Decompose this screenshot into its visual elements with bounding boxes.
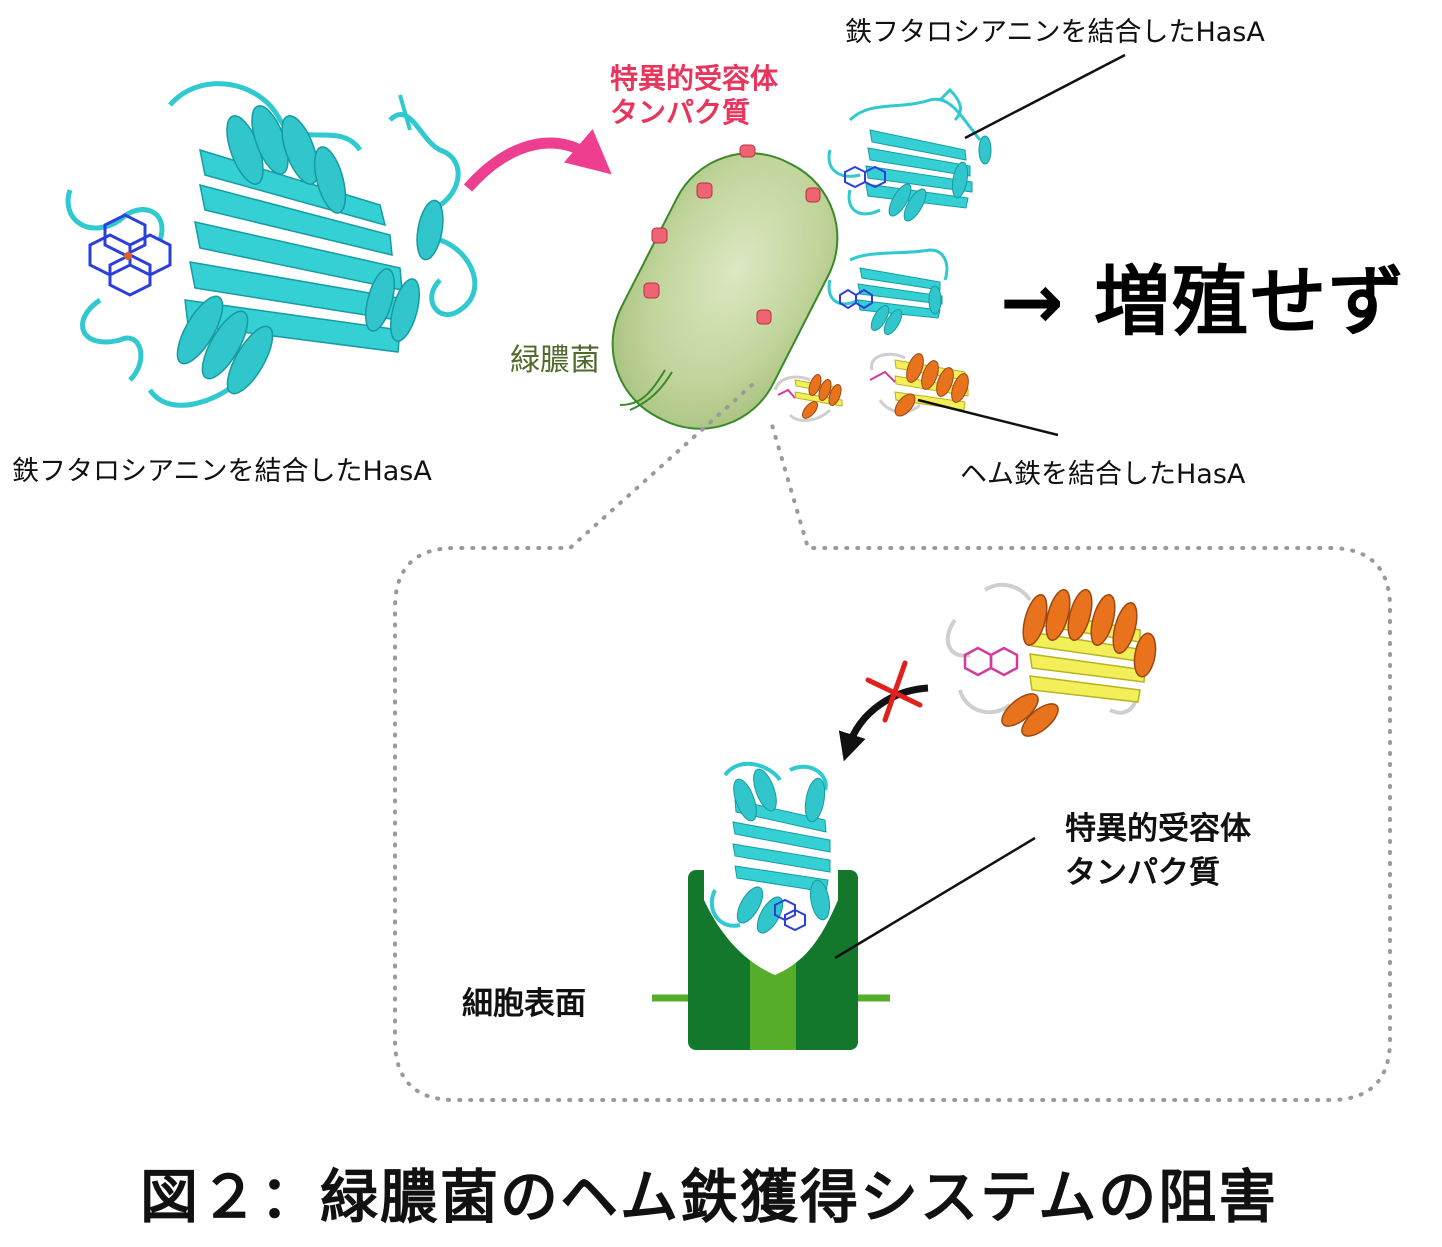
- hasa-fepc-protein-small-1: [829, 90, 991, 224]
- hasa-fepc-protein-small-2: [829, 250, 947, 337]
- hasa-heme-protein-small-1: [775, 373, 843, 421]
- label-receptor-bottom-line1: 特異的受容体: [1065, 808, 1251, 850]
- leader-line-receptor-bottom: [835, 838, 1035, 958]
- leader-line-fepc-top: [965, 55, 1125, 138]
- label-cell-surface: 細胞表面: [462, 983, 586, 1025]
- label-receptor-bottom-line2: タンパク質: [1065, 852, 1220, 894]
- figure-title: 図２：緑膿菌のヘム鉄獲得システムの阻害: [140, 1150, 1278, 1234]
- hasa-heme-protein-large: [948, 585, 1159, 742]
- cell-surface-receptor: [652, 870, 890, 1050]
- pink-arrow: [468, 143, 595, 188]
- label-receptor-top-line1: 特異的受容体: [610, 62, 778, 96]
- label-hasa-fepc-left: 鉄フタロシアニンを結合したHasA: [12, 449, 432, 488]
- label-hasa-fepc-top: 鉄フタロシアニンを結合したHasA: [845, 10, 1265, 49]
- label-no-growth: → 増殖せず: [1000, 240, 1406, 350]
- hasa-fepc-protein-large: [68, 84, 475, 406]
- label-bacterium: 緑膿菌: [510, 335, 600, 379]
- label-heme-hasa: ヘム鉄を結合したHasA: [960, 452, 1245, 491]
- leader-line-heme: [918, 400, 1058, 435]
- label-receptor-top-line2: タンパク質: [610, 96, 750, 130]
